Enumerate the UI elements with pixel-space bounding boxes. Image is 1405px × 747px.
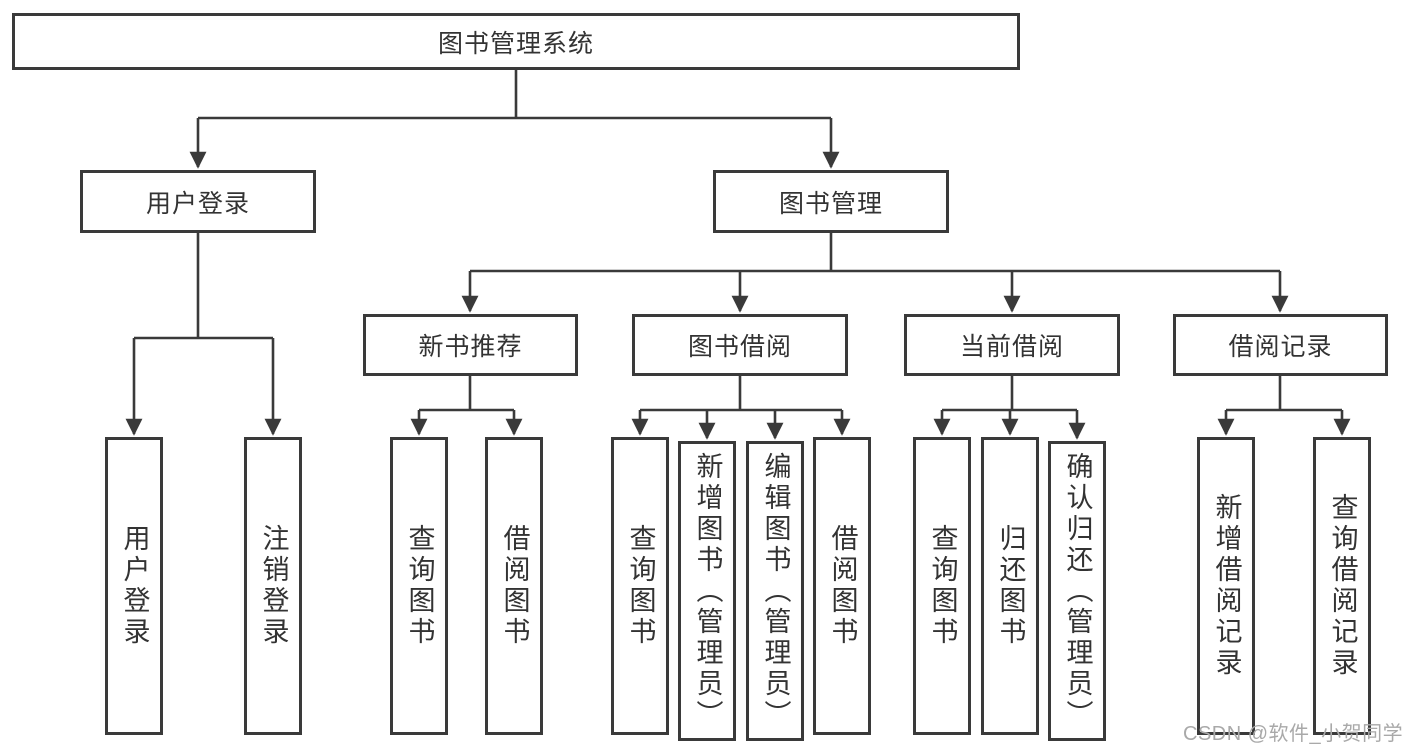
node-label: 用户登录 xyxy=(145,189,250,218)
node-label: 注销登录 xyxy=(258,524,289,648)
leaf-add-book-admin: 新增图书（管理员） xyxy=(678,441,736,741)
leaf-logout: 注销登录 xyxy=(244,437,302,735)
watermark: CSDN @软件_小贺同学 xyxy=(1183,723,1404,745)
leaf-borrow-books: 借阅图书 xyxy=(813,437,871,735)
node-label: 查询图书 xyxy=(625,524,656,648)
leaf-user-login: 用户登录 xyxy=(105,437,163,735)
leaf-edit-book-admin: 编辑图书（管理员） xyxy=(746,441,804,741)
node-label: 确认归还（管理员） xyxy=(1062,451,1093,731)
node-book-borrowing: 图书借阅 xyxy=(632,314,848,376)
node-label: 借阅图书 xyxy=(827,524,858,648)
node-label: 归还图书 xyxy=(995,524,1026,648)
node-label: 新书推荐 xyxy=(418,333,523,361)
node-label: 图书管理系统 xyxy=(437,29,594,58)
node-label: 新增借阅记录 xyxy=(1211,493,1242,679)
node-label: 用户登录 xyxy=(119,524,150,648)
node-label: 借阅记录 xyxy=(1228,333,1333,361)
node-label: 借阅图书 xyxy=(499,524,530,648)
leaf-return-book: 归还图书 xyxy=(981,437,1039,735)
leaf-add-borrowing-record: 新增借阅记录 xyxy=(1197,437,1255,735)
node-label: 图书管理 xyxy=(778,189,883,218)
leaf-query-books: 查询图书 xyxy=(390,437,448,735)
node-book-management: 图书管理 xyxy=(713,170,949,233)
node-label: 新增图书（管理员） xyxy=(692,451,723,731)
node-new-book-recommendation: 新书推荐 xyxy=(363,314,578,376)
node-label: 查询图书 xyxy=(404,524,435,648)
leaf-query-books: 查询图书 xyxy=(611,437,669,735)
node-label: 查询借阅记录 xyxy=(1327,493,1358,679)
leaf-query-books: 查询图书 xyxy=(913,437,971,735)
leaf-query-borrowing-record: 查询借阅记录 xyxy=(1313,437,1371,735)
node-label: 查询图书 xyxy=(927,524,958,648)
node-label: 编辑图书（管理员） xyxy=(760,451,791,731)
node-borrowing-records: 借阅记录 xyxy=(1173,314,1388,376)
node-label: 当前借阅 xyxy=(959,333,1064,361)
node-library-management-system: 图书管理系统 xyxy=(12,13,1020,70)
node-user-login: 用户登录 xyxy=(80,170,316,233)
leaf-confirm-return-admin: 确认归还（管理员） xyxy=(1048,441,1106,741)
node-label: 图书借阅 xyxy=(687,333,792,361)
node-current-borrowing: 当前借阅 xyxy=(904,314,1120,376)
leaf-borrow-books: 借阅图书 xyxy=(485,437,543,735)
